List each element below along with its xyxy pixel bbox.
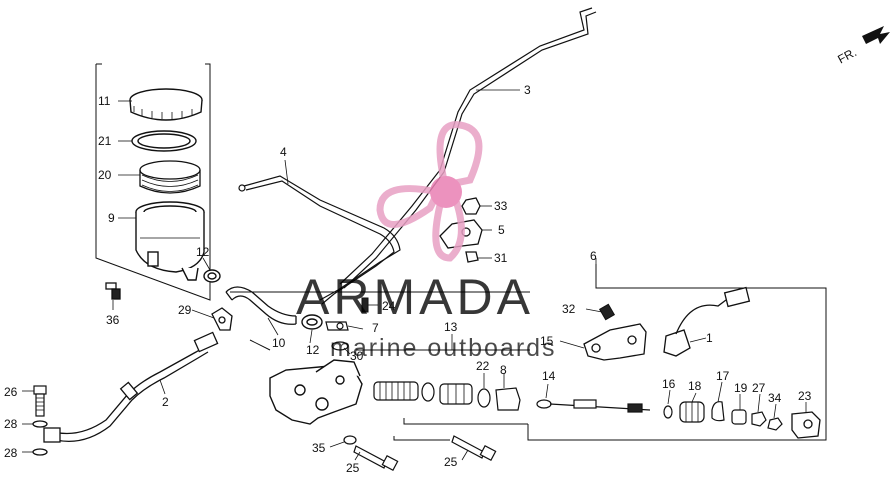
callout-label: 1 [706,331,713,345]
bolt-31 [465,251,479,263]
clutch-hose [43,331,219,443]
master-cylinder-body [269,359,363,425]
callout-label: 29 [178,303,192,317]
callout-label: 21 [98,134,112,148]
clutch-pipe-3 [339,7,597,289]
clip-17 [711,401,725,422]
nut-33 [461,197,481,215]
callout-label: 5 [498,223,505,237]
reservoir-cap [129,88,203,121]
watermark-brand: ARMADA [296,269,534,325]
bracket-15 [583,323,647,361]
callout-label: 24 [382,299,396,313]
callout-label: 12 [196,245,210,259]
callout-label: 10 [272,336,286,350]
leader-lines [22,89,807,461]
bolt-25-left [353,445,399,472]
callout-label: 35 [312,441,326,455]
washer-30 [331,341,349,351]
watermark-propeller-logo [376,121,483,262]
bolt-32 [598,303,616,321]
spring-18 [679,401,705,423]
reservoir-body [135,201,205,281]
callout-label: 14 [542,369,556,383]
washer-35 [343,435,357,445]
callout-label: 7 [372,321,379,335]
spring-13 [373,381,419,401]
callout-label: 17 [716,369,730,383]
callout-label: 8 [500,363,507,377]
nut-34 [767,417,783,431]
bolt-36 [105,282,121,300]
seal-cup [421,382,435,402]
callout-label: 27 [752,381,766,395]
direction-label: FR. [835,45,859,66]
callout-label: 25 [346,461,360,475]
callout-label: 23 [798,389,812,403]
callout-label: 34 [768,391,782,405]
washer-22 [477,388,491,408]
callout-labels: 11 21 20 9 12 36 29 10 12 7 30 24 26 28 … [4,83,812,475]
callout-label: 36 [106,313,120,327]
sealing-washer-28-lower [32,448,48,456]
callout-label: 28 [4,446,18,460]
fitting-7 [325,321,349,331]
cylinder-group-bracket [230,264,827,441]
callout-label: 2 [162,395,169,409]
seal-ring [131,130,197,152]
callout-label: 12 [306,343,320,357]
push-rod-14 [536,399,651,413]
threaded-collar [139,160,201,194]
hose-bracket-29 [211,307,233,331]
washer-16 [663,405,673,419]
callout-label: 11 [98,94,111,108]
callout-label: 26 [4,385,18,399]
callout-label: 3 [524,83,531,97]
watermark-tagline: marine outboards [330,334,557,362]
hose-clip-lower [301,314,323,330]
nut-27 [751,411,767,427]
callout-label: 13 [444,320,458,334]
hose-clip-upper [203,269,221,283]
callout-label: 20 [98,168,112,182]
callout-label: 30 [350,349,364,363]
callout-label: 31 [494,251,508,265]
boot-8 [495,387,521,411]
banjo-bolt-26 [33,385,47,417]
callout-label: 25 [444,455,458,469]
callout-label: 28 [4,417,18,431]
joint-19 [731,409,747,425]
piston [439,383,473,405]
callout-label: 6 [590,249,597,263]
callout-label: 18 [688,379,702,393]
clutch-switch-1 [663,286,751,357]
callout-label: 19 [734,381,748,395]
clevis-23 [791,411,821,439]
callout-label: 32 [562,302,576,316]
callout-label: 15 [540,334,554,348]
callout-label: 22 [476,359,490,373]
reservoir-hose [225,286,297,325]
callout-label: 16 [662,377,676,391]
front-direction-arrow: FR. [835,26,890,67]
bolt-25-right [451,435,497,462]
callout-label: 9 [108,211,115,225]
reservoir-group-bracket [95,63,211,301]
sealing-washer-28-upper [32,420,48,428]
callout-label: 4 [280,145,287,159]
callout-label: 33 [494,199,508,213]
